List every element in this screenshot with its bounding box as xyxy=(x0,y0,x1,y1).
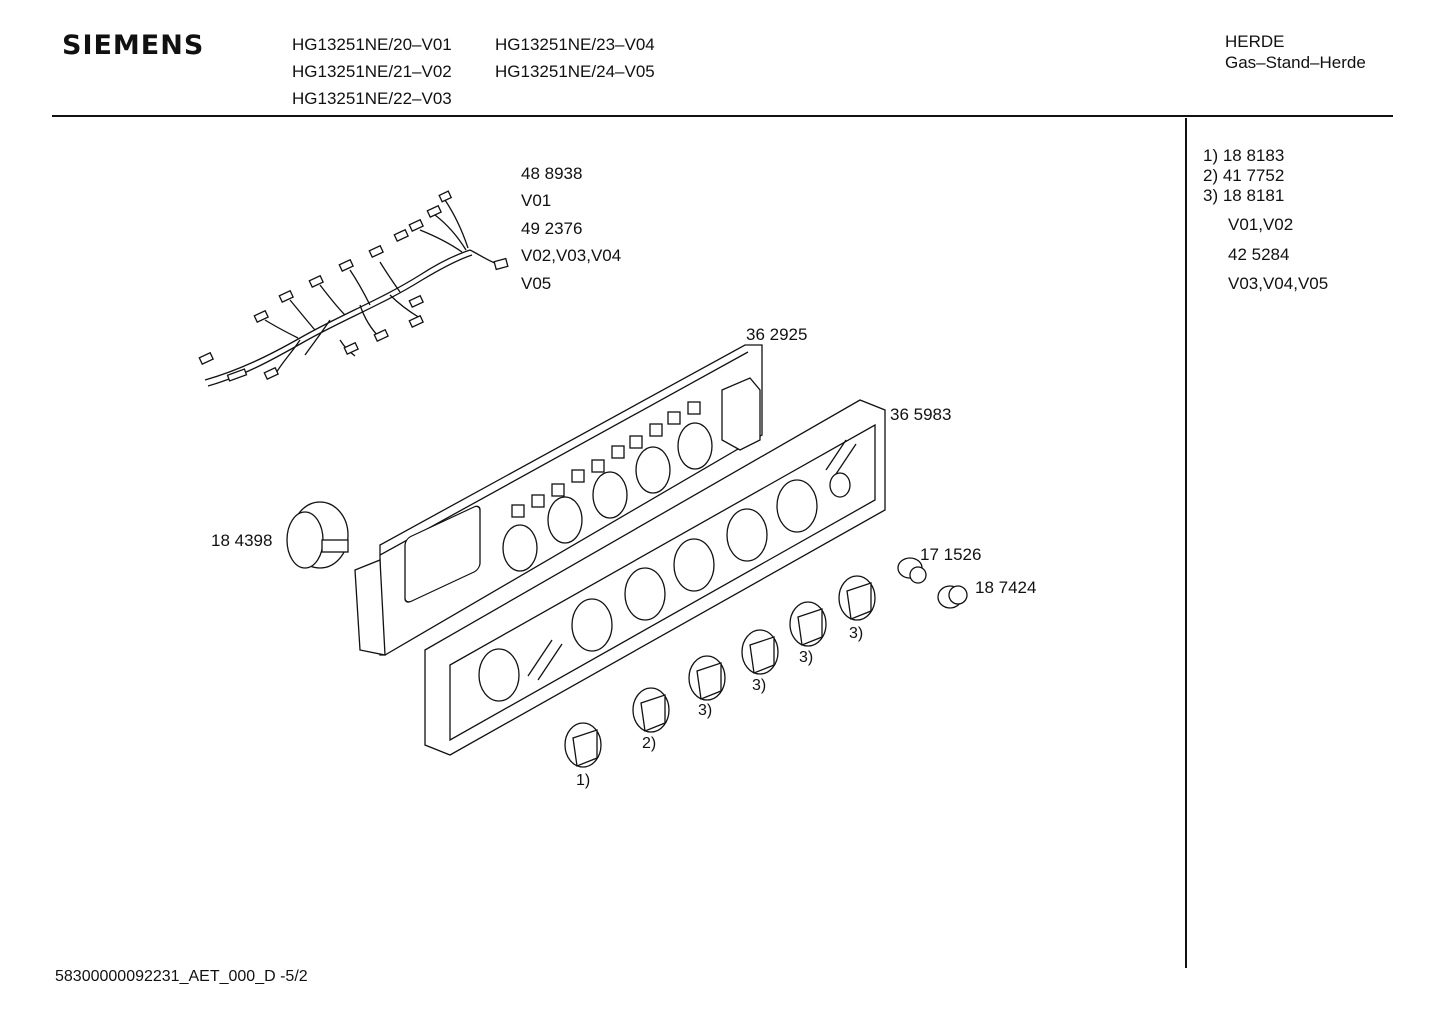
control-knob-drawing[interactable] xyxy=(741,629,779,675)
part-number-label: 17 1526 xyxy=(920,545,982,564)
control-knob-drawing[interactable] xyxy=(632,687,670,733)
legend-row: 42 5284 xyxy=(1228,245,1290,264)
legend-row: 2) 41 7752 xyxy=(1203,166,1285,185)
variant-label: V05 xyxy=(521,274,552,293)
part-number-label: 18 4398 xyxy=(211,531,273,550)
part-number-label: 18 7424 xyxy=(975,578,1037,597)
legend-row: 3) 18 8181 xyxy=(1203,186,1285,205)
part-number-label: 36 5983 xyxy=(890,405,952,424)
lamp-holder-drawing[interactable] xyxy=(897,557,927,584)
control-knob-drawing[interactable] xyxy=(789,601,827,647)
header-divider xyxy=(52,115,1393,117)
control-panel-frame-drawing[interactable] xyxy=(354,344,763,656)
part-number-label: 49 2376 xyxy=(521,219,583,238)
model-number: HG13251NE/22–V03 xyxy=(292,89,452,108)
knob-callout: 3) xyxy=(752,677,767,694)
knob-callout: 1) xyxy=(576,772,591,789)
knob-callout: 3) xyxy=(799,649,814,666)
knob-callout: 2) xyxy=(642,735,657,752)
timer-drawing[interactable] xyxy=(286,501,349,569)
legend-row: V03,V04,V05 xyxy=(1228,274,1329,293)
part-number-label: 36 2925 xyxy=(746,325,808,344)
model-number: HG13251NE/21–V02 xyxy=(292,62,452,81)
knob-callout: 3) xyxy=(849,625,864,642)
model-number: HG13251NE/20–V01 xyxy=(292,35,452,54)
variant-label: V02,V03,V04 xyxy=(521,246,622,265)
control-knob-drawing[interactable] xyxy=(564,722,602,768)
knob-callout: 3) xyxy=(698,702,713,719)
legend-row: 1) 18 8183 xyxy=(1203,146,1285,165)
indicator-lamp-drawing[interactable] xyxy=(937,585,968,609)
product-subcategory: Gas–Stand–Herde xyxy=(1225,53,1366,72)
fascia-panel-drawing[interactable] xyxy=(424,399,886,756)
model-number: HG13251NE/24–V05 xyxy=(495,62,655,81)
legend-divider xyxy=(1185,118,1187,968)
document-id: 58300000092231_AET_000_D -5/2 xyxy=(55,968,308,985)
wiring-harness-drawing[interactable] xyxy=(198,190,509,387)
control-knob-drawing[interactable] xyxy=(838,575,876,621)
brand-logo: SIEMENS xyxy=(62,30,205,61)
product-category: HERDE xyxy=(1225,32,1285,51)
part-number-label: 48 8938 xyxy=(521,164,583,183)
model-number: HG13251NE/23–V04 xyxy=(495,35,655,54)
legend-row: V01,V02 xyxy=(1228,215,1294,234)
control-knob-drawing[interactable] xyxy=(688,655,726,701)
variant-label: V01 xyxy=(521,191,552,210)
